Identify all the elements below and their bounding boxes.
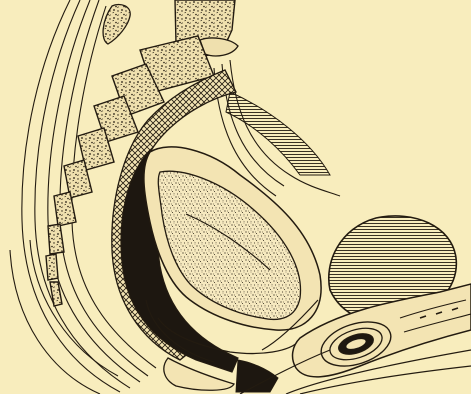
sagittal-pelvis-diagram bbox=[0, 0, 471, 394]
anatomical-section-plate bbox=[0, 0, 471, 394]
